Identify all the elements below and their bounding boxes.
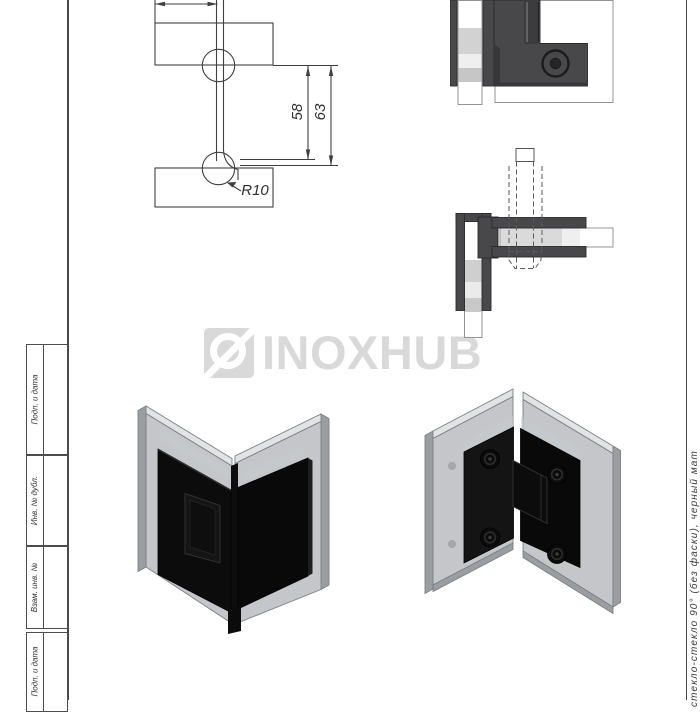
screw-hex-tip	[508, 251, 542, 269]
dim-63-label: 63	[312, 103, 329, 120]
dim-58-label: 58	[289, 103, 306, 120]
front-view-render	[450, 0, 614, 105]
screw-top	[515, 148, 535, 162]
hinge-tongue	[512, 459, 548, 525]
hinge-tab	[228, 606, 241, 634]
stamp-label: Подп. и дата	[30, 646, 40, 697]
bottom-plate-outline	[154, 167, 274, 208]
knuckle-circle-top	[201, 48, 236, 83]
stamp-row: Инв. № дубл.	[26, 455, 68, 546]
inoxhub-logo-icon	[203, 327, 255, 379]
stamp-label: Подп. и дата	[30, 374, 40, 425]
logo-text: INOXHUB	[262, 326, 483, 379]
inoxhub-logo: INOXHUB	[203, 327, 482, 379]
screw-head	[480, 527, 500, 548]
part-name-vertical: стекло-стекло 90° (без фаски), черный ма…	[689, 450, 700, 707]
hinge-axis	[231, 463, 238, 630]
stamp-row: Взам. инв. №	[26, 546, 68, 629]
stamp-label: Взам. инв. №	[30, 562, 40, 613]
orthographic-view-2d: 58 63 R10	[154, 0, 338, 208]
screw-head	[547, 464, 567, 485]
top-view-render	[455, 148, 614, 338]
stamp-label: Инв. № дубл.	[30, 475, 40, 526]
render-3d-outside	[137, 405, 330, 634]
hinge-plate-left	[463, 426, 514, 564]
top-plate-outline	[154, 22, 274, 66]
render-3d-inside	[424, 388, 621, 615]
radius-r10-label: R10	[241, 182, 269, 199]
knuckle-cylinder	[524, 0, 540, 44]
screw-head	[547, 544, 567, 564]
stamp-row: Подп. и дата	[26, 344, 68, 455]
screw-head	[480, 449, 500, 469]
frame-line-right	[685, 0, 688, 700]
fillet-curve	[222, 149, 239, 180]
